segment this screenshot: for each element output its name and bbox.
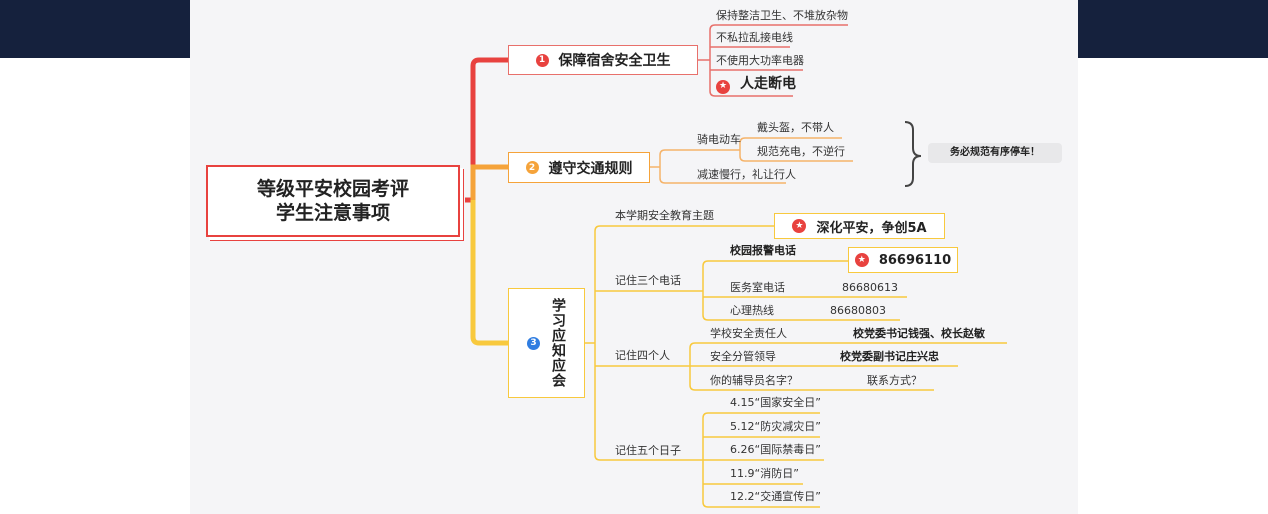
branch-label: 学习应知应会 [550, 298, 566, 388]
alarm-phone-box[interactable]: ★ 86696110 [848, 247, 958, 273]
list-item: 不使用大功率电器 [716, 54, 804, 67]
day-item: 6.26“国际禁毒日” [730, 443, 821, 456]
phone-number: 86680613 [842, 281, 898, 294]
day-item: 4.15“国家安全日” [730, 396, 821, 409]
phone-name: 心理热线 [730, 304, 774, 317]
list-item: 不私拉乱接电线 [716, 31, 793, 44]
theme-value: 深化平安，争创5A [816, 220, 927, 236]
person-role: 安全分管领导 [710, 350, 776, 363]
person-name: 联系方式？ [867, 374, 922, 387]
branch-label: 遵守交通规则 [548, 160, 633, 177]
day-item: 5.12“防灾减灾日” [730, 420, 821, 433]
list-item: 校园报警电话 [730, 244, 796, 257]
branch-traffic-rules[interactable]: 2 遵守交通规则 [508, 152, 650, 183]
root-title-line1: 等级平安校园考评 [256, 178, 409, 200]
highlight-text: 人走断电 [740, 76, 796, 92]
branch-label: 保障宿舍安全卫生 [558, 53, 671, 69]
number-2-icon: 2 [525, 161, 539, 174]
list-item: 骑电动车 [697, 133, 741, 146]
number-3-icon: 3 [527, 336, 540, 350]
person-name: 校党委副书记庄兴忠 [840, 350, 939, 363]
list-item: 保持整洁卫生、不堆放杂物 [716, 9, 848, 22]
highlight-item: ★ 人走断电 [716, 76, 796, 94]
star-icon: ★ [716, 79, 730, 94]
root-node[interactable]: 等级平安校园考评 学生注意事项 [206, 165, 460, 237]
star-icon: ★ [854, 253, 869, 267]
person-role: 学校安全责任人 [710, 327, 787, 340]
branch-knowledge[interactable]: 3 学习应知应会 [508, 288, 585, 398]
branch-dorm-safety[interactable]: 1 保障宿舍安全卫生 [508, 45, 698, 75]
number-1-icon: 1 [535, 53, 549, 67]
list-item: 戴头盔，不带人 [757, 121, 834, 134]
phone-name: 医务室电话 [730, 281, 785, 294]
callout-note: 务必规范有序停车！ [928, 143, 1062, 163]
list-item: 记住五个日子 [615, 444, 681, 457]
alarm-number: 86696110 [878, 252, 952, 268]
day-item: 12.2“交通宣传日” [730, 490, 821, 503]
day-item: 11.9“消防日” [730, 467, 799, 480]
list-item: 规范充电，不逆行 [757, 145, 845, 158]
star-icon: ★ [792, 219, 807, 233]
person-role: 你的辅导员名字？ [710, 374, 798, 387]
list-item: 记住四个人 [615, 349, 670, 362]
list-item: 记住三个电话 [615, 274, 681, 287]
list-item: 本学期安全教育主题 [615, 209, 714, 222]
theme-box[interactable]: ★ 深化平安，争创5A [774, 213, 945, 239]
list-item: 减速慢行，礼让行人 [697, 168, 796, 181]
person-name: 校党委书记钱强、校长赵敏 [853, 327, 985, 340]
root-title-line2: 学生注意事项 [275, 202, 390, 224]
phone-number: 86680803 [830, 304, 886, 317]
